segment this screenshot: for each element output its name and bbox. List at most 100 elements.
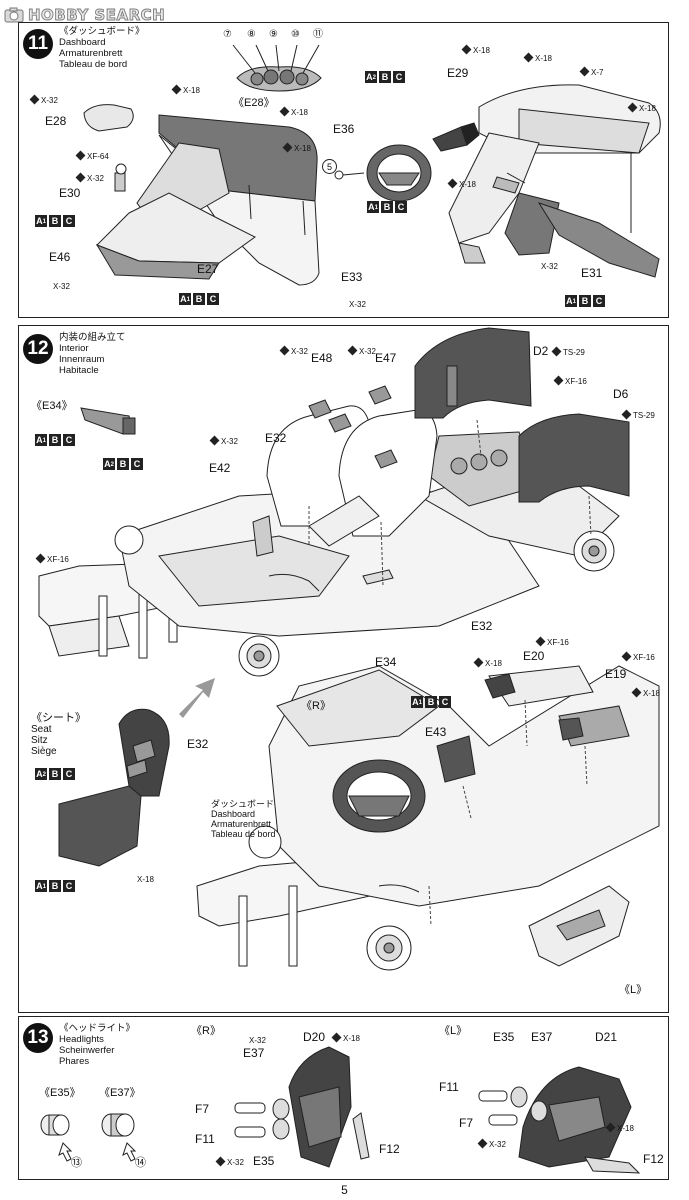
paint-callout: XF-16 [555,376,587,388]
paint-callout: X-32 [31,95,58,107]
e37-detail-label: 《E37》 [99,1087,141,1099]
headlight-drawing [40,1046,641,1174]
meter-number: ⑨ [269,29,278,40]
part-label-e29: E29 [447,66,469,80]
part-label-e36: E36 [333,122,355,136]
paint-callout: X-18 [449,179,476,191]
code-c: C [393,71,405,83]
camera-icon [4,7,24,23]
left-side-label: 《L》 [439,1025,468,1037]
part-label-f7-l: F7 [459,1116,474,1130]
paint-callout: X-32 [281,346,308,358]
code-c: C [63,215,75,227]
code-c: C [395,201,407,213]
paint-callout: X-32 [211,436,238,448]
meter-number: ⑧ [247,29,256,40]
detail-number: ⑬ [71,1157,82,1169]
paint-callout: X-32 [249,1036,266,1045]
paint-callout: XF-16 [537,637,569,649]
code-b: B [117,458,129,470]
code-b: B [49,768,61,780]
e28-meter-detail [232,44,322,92]
step-12-panel: 12 内装の組み立て Interior Innenraum Habitacle [18,325,669,1013]
part-label-e35-r: E35 [253,1154,275,1168]
paint-callout: X-18 [629,103,656,115]
part-label-e27: E27 [197,262,219,276]
part-label-e32-seat: E32 [187,737,209,751]
dash-label-jp: ダッシュボード [211,799,275,809]
gray-arrow [179,678,215,718]
paint-callout: X-18 [463,45,490,57]
part-label-e19: E19 [605,667,627,681]
meter-number: ⑪ [313,29,323,40]
paint-callout: X-7 [581,67,603,79]
title-jp: 《ダッシュボード》 [59,26,145,37]
code-b: B [49,880,61,892]
part-label-d21: D21 [595,1030,618,1044]
code-b: B [381,201,393,213]
code-c: C [63,434,75,446]
step-number: 12 [23,334,53,364]
code-c: C [207,293,219,305]
title-jp: 内装の組み立て [59,332,126,343]
part-label-e42: E42 [209,461,231,475]
interior-drawing [38,327,660,971]
part-label-f11-l: F11 [439,1080,459,1094]
paint-callout: XF-64 [77,151,109,163]
upper-chassis-drawing [38,327,630,677]
right-side-label: 《R》 [301,700,331,712]
meter-number: ⑩ [291,29,300,40]
seat-title-de: Sitz [31,735,48,746]
paint-callout: XF-16 [37,554,69,566]
code-b: B [579,295,591,307]
paint-callout: X-32 [77,173,104,185]
part-label-e37-r: E37 [243,1046,265,1060]
part-label-e37-l: E37 [531,1030,553,1044]
steering-wheel-drawing [334,122,480,202]
dash-label-en: Dashboard [211,809,256,819]
part-label-e46: E46 [49,250,71,264]
part-label-f7-r: F7 [195,1102,210,1116]
part-label-e31: E31 [581,266,603,280]
code-b: B [379,71,391,83]
code-c: C [439,696,451,708]
meter-number: ⑦ [223,29,232,40]
watermark-text: HOBBY SEARCH [28,6,166,25]
part-label-e35-l: E35 [493,1030,515,1044]
dash-label-de: Armaturenbrett [211,819,272,829]
left-side-label: 《L》 [619,984,648,996]
paint-callout: X-32 [541,262,558,271]
paint-callout: X-32 [349,300,366,309]
code-c: C [63,768,75,780]
step-titles: 《ヘッドライト》 Headlights Scheinwerfer Phares [59,1023,135,1067]
code-c: C [593,295,605,307]
title-fr: Phares [59,1056,90,1067]
seat-detail-drawing [58,708,170,867]
left-dashboard-assembly [83,104,320,286]
part-label-f11-r: F11 [195,1132,215,1146]
seat-title-fr: Siège [31,746,57,757]
paint-callout: X-32 [53,282,70,291]
part-label-e20: E20 [523,649,545,663]
code-b: B [49,215,61,227]
lens-detail-drawing [40,1113,135,1137]
code-b: B [49,434,61,446]
step-13-panel: 13 《ヘッドライト》 Headlights Scheinwerfer Phar… [18,1016,669,1180]
title-jp: 《ヘッドライト》 [59,1023,136,1034]
part-label-e33: E33 [341,270,363,284]
paint-callout: TS-29 [623,410,655,422]
paint-callout: X-18 [525,53,552,65]
